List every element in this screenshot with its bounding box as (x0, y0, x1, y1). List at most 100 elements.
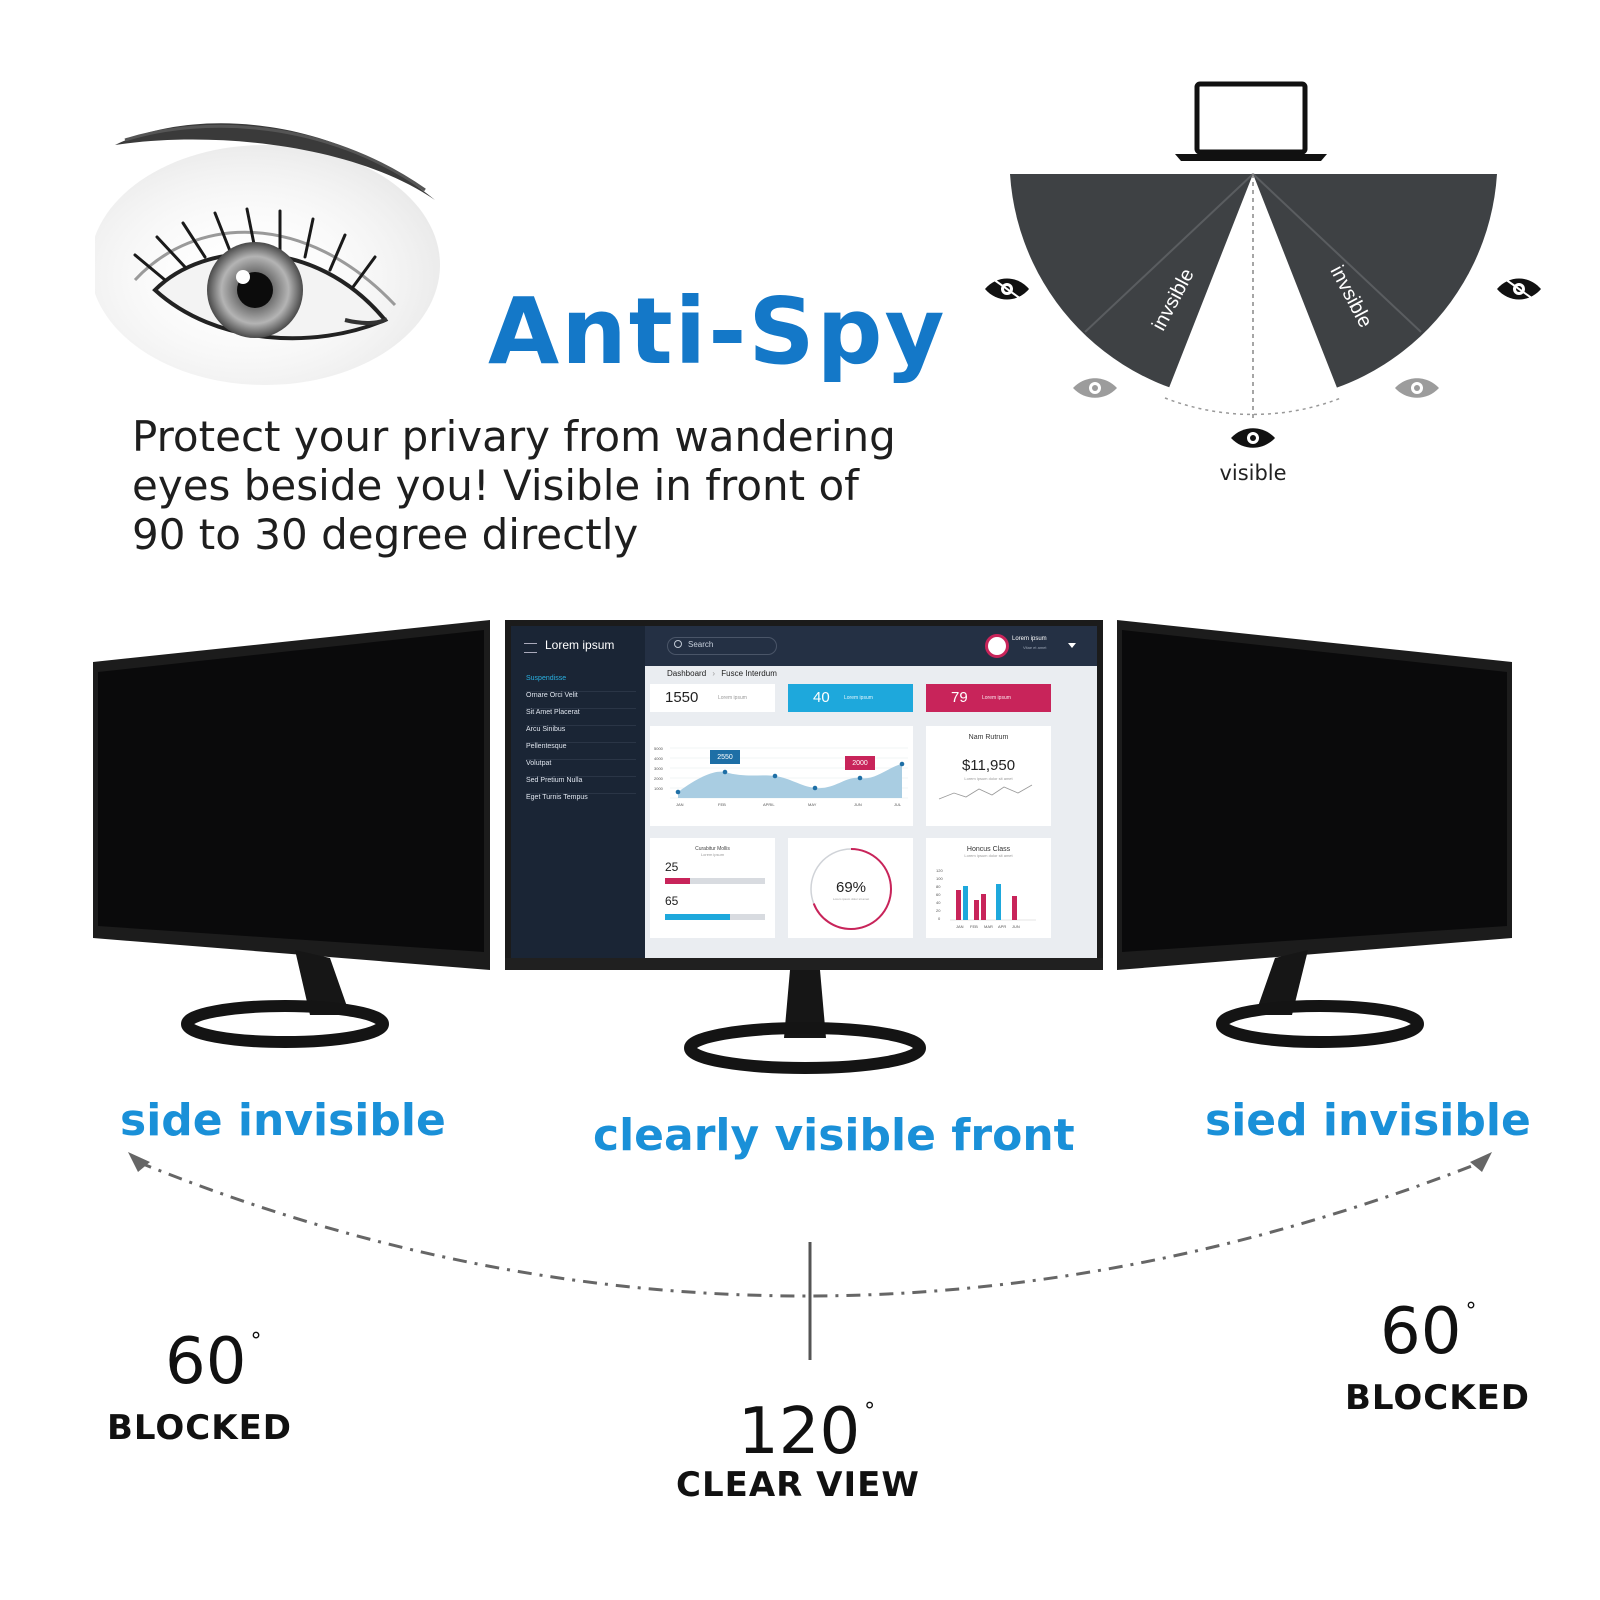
sidebar-item[interactable]: Pellentesque (526, 743, 636, 760)
data-point (772, 773, 778, 779)
progress-track (665, 914, 765, 920)
x-tick: FEB (970, 924, 978, 929)
left-monitor (93, 620, 490, 1048)
y-tick: 4000 (654, 756, 664, 761)
sidebar-item[interactable]: Volutpat (526, 760, 636, 777)
progress-card: Curabitur Mollis Lorem ipsum 25 65 (650, 838, 775, 938)
y-tick: 40 (936, 900, 941, 905)
bar (974, 900, 979, 920)
sidebar-item[interactable]: Eget Turnis Tempus (526, 794, 588, 801)
blocked-eye-icon (985, 278, 1029, 300)
stat-card: 40 Lorem ipsum (788, 684, 913, 712)
front-visible-label: clearly visible front (593, 1110, 1075, 1161)
stat-label: Lorem ipsum (718, 695, 747, 701)
tagline-line: eyes beside you! Visible in front of (132, 461, 859, 510)
degree-left: 60° (165, 1325, 262, 1399)
bar (1012, 896, 1017, 920)
price-card: Nam Rutrum $11,950 Lorem ipsum dolor sit… (926, 726, 1051, 826)
sparkline (938, 784, 1032, 800)
visible-label: visible (1219, 461, 1286, 485)
stat-value: 40 (813, 689, 830, 706)
breadcrumb-item[interactable]: Fusce Interdum (721, 669, 777, 678)
data-point (722, 769, 728, 775)
arrow-right-icon (1470, 1152, 1492, 1172)
donut-sub: Lorem ipsum dolor sit amet (833, 897, 869, 901)
progress-card-sub: Lorem ipsum (700, 852, 725, 857)
headline: Anti-Spy (488, 278, 947, 385)
bar (996, 884, 1001, 920)
breadcrumb: Dashboard › Fusce Interdum (667, 669, 777, 678)
stat-value: 79 (951, 689, 968, 706)
sidebar-item[interactable]: Suspendisse (526, 675, 636, 692)
search-placeholder: Search (688, 640, 714, 649)
data-point (675, 789, 681, 795)
x-tick: JUN (854, 802, 862, 807)
x-tick: APRIL (763, 802, 775, 807)
y-tick: 2000 (654, 776, 664, 781)
x-tick: JAN (676, 802, 684, 807)
caption-right: BLOCKED (1345, 1378, 1531, 1418)
y-tick: 60 (936, 892, 941, 897)
y-tick: 100 (936, 876, 943, 881)
donut-value: 69% (836, 879, 866, 896)
menu-icon[interactable] (524, 643, 537, 653)
y-tick: 3000 (654, 766, 664, 771)
bar (963, 886, 968, 920)
x-tick: JUN (1012, 924, 1020, 929)
dashboard-sidebar: Lorem ipsum Suspendisse Ornare Orci Veli… (511, 626, 645, 958)
sidebar-item[interactable]: Sit Amet Placerat (526, 709, 636, 726)
data-point (899, 761, 905, 767)
sidebar-item[interactable]: Ornare Orci Velit (526, 692, 636, 709)
tagline-line: 90 to 30 degree directly (132, 510, 639, 559)
stat-card: 79 Lorem ipsum (926, 684, 1051, 712)
viewing-angle-diagram: invsible invsible visible (985, 81, 1541, 485)
y-tick: 120 (936, 868, 943, 873)
degree-center: 120° (738, 1395, 876, 1469)
callout: 2550 (717, 754, 733, 761)
app-title: Lorem ipsum (545, 638, 615, 652)
y-tick: 0 (938, 916, 941, 921)
x-tick: JUL (894, 802, 902, 807)
progress-value: 65 (665, 894, 679, 908)
donut-arc (810, 848, 892, 930)
progress-fill (665, 878, 690, 884)
data-point (812, 785, 818, 791)
caption-center: CLEAR VIEW (676, 1465, 920, 1505)
sidebar-item[interactable]: Arcu Sinibus (526, 726, 636, 743)
callout: 2000 (852, 760, 868, 767)
side-invisible-label-right: sied invisible (1205, 1095, 1531, 1146)
chevron-down-icon[interactable] (1068, 643, 1076, 648)
arrow-left-icon (128, 1152, 150, 1172)
area-series (678, 764, 902, 798)
stat-value: 1550 (665, 689, 699, 706)
user-name: Lorem ipsum (1012, 636, 1047, 642)
y-tick: 5000 (654, 746, 664, 751)
price-sub: Lorem ipsum dolor sit amet (964, 776, 1013, 781)
tagline-line: Protect your privary from wandering (132, 412, 896, 461)
breadcrumb-item[interactable]: Dashboard (667, 669, 707, 678)
bar-card-sub: Lorem ipsum dolor sit amet (964, 853, 1013, 858)
caption-left: BLOCKED (107, 1408, 293, 1448)
stat-card: 1550 Lorem ipsum (650, 684, 775, 712)
sidebar-item[interactable]: Sed Pretium Nulla (526, 777, 636, 794)
stat-label: Lorem ipsum (844, 695, 873, 701)
x-tick: JAN (956, 924, 964, 929)
x-tick: APR (998, 924, 1006, 929)
progress-value: 25 (665, 860, 679, 874)
tagline: Protect your privary from wandering eyes… (132, 412, 932, 559)
viewing-arc (128, 1152, 1492, 1360)
area-chart-card: 5000 4000 3000 2000 1000 JAN FEB APRIL M… (650, 726, 913, 826)
bar (981, 894, 986, 920)
dashboard-screen: Lorem ipsum Suspendisse Ornare Orci Veli… (511, 626, 1097, 958)
progress-track (665, 878, 765, 884)
avatar[interactable] (985, 634, 1009, 658)
eye-icon (1395, 378, 1439, 398)
search-input[interactable]: Search (667, 637, 777, 655)
bar-chart-card: Honcus Class Lorem ipsum dolor sit amet … (926, 838, 1051, 938)
eye-icon (1073, 378, 1117, 398)
x-tick: FEB (718, 802, 726, 807)
y-tick: 20 (936, 908, 941, 913)
sidebar-nav: Suspendisse Ornare Orci Velit Sit Amet P… (526, 675, 636, 810)
stat-label: Lorem ipsum (982, 695, 1011, 701)
eye-icon (1231, 428, 1275, 448)
